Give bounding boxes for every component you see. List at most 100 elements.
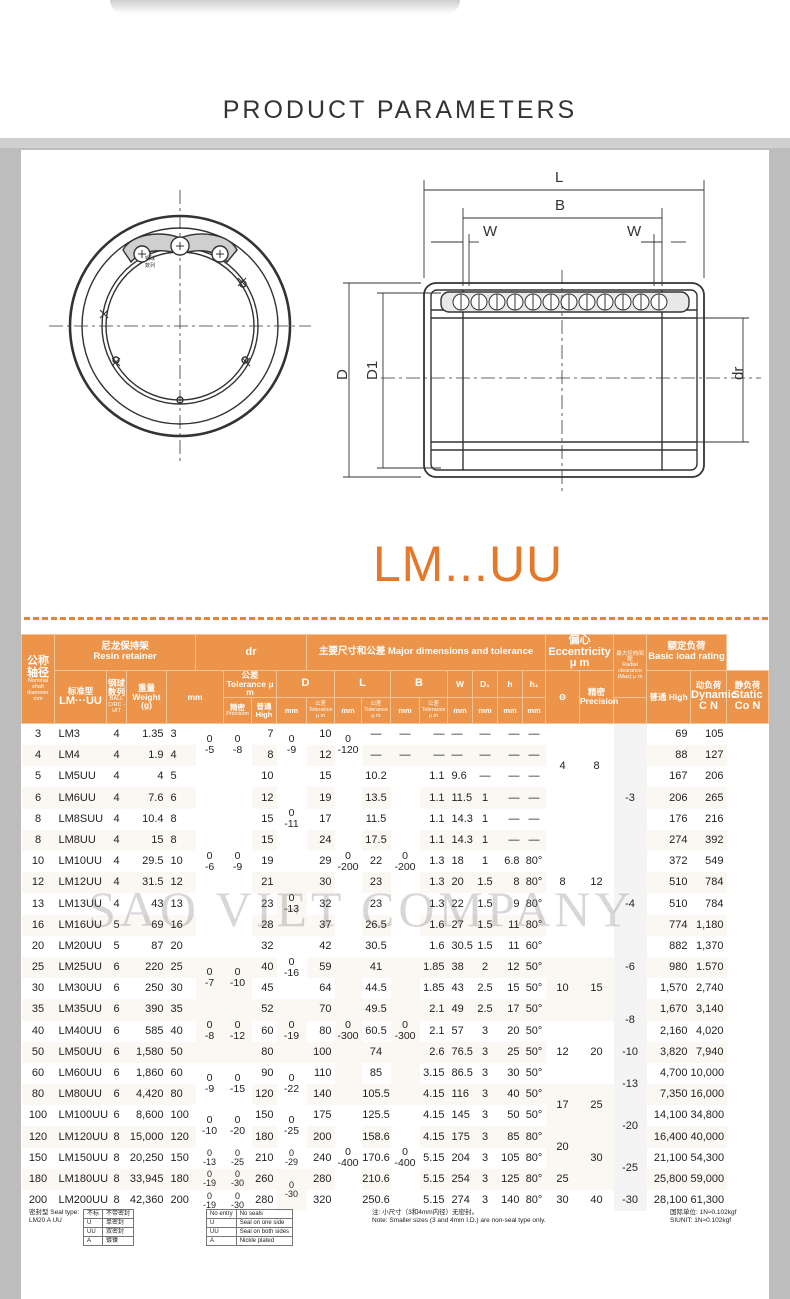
dr-mm-cell: 8 <box>170 833 177 846</box>
ecc-prec-cell: 30 <box>556 1194 569 1207</box>
theta-cell: 80° <box>525 1194 543 1207</box>
D1-cell: 14.3 <box>451 833 473 846</box>
model-cell: LM10UU <box>58 855 102 868</box>
static-load-cell: 16,000 <box>690 1088 725 1101</box>
tolerance-value: 0 <box>234 1019 241 1032</box>
L-mm-cell: 24 <box>319 833 332 846</box>
D-mm-cell: 180 <box>255 1130 274 1143</box>
shaft-dia-cell: 30 <box>31 982 45 995</box>
dynamic-load-cell: 2,160 <box>659 1024 688 1037</box>
W-cell: 2.1 <box>429 1003 445 1016</box>
B-tol-cell: — <box>399 728 411 741</box>
h-cell: 2.5 <box>477 982 493 995</box>
seal-cell: Nickle plated <box>235 1236 294 1246</box>
model-cell: LM40UU <box>58 1024 102 1037</box>
h-cell: 3 <box>481 1067 489 1079</box>
D1-cell: 20 <box>451 876 464 889</box>
tolerance-value: -12 <box>229 1030 246 1043</box>
weight-cell: 20,250 <box>129 1151 164 1164</box>
weight-cell: 7.6 <box>148 791 164 804</box>
seal-cell: 单密封 <box>102 1218 135 1228</box>
tolerance-value: -300 <box>337 1030 359 1043</box>
tolerance-value: 0 <box>206 1169 212 1180</box>
dr-high-tol: 0-25 <box>224 1148 252 1169</box>
dynamic-load-cell: 28,100 <box>653 1194 688 1207</box>
B-mm-cell: 44.5 <box>365 982 387 995</box>
balls-cell: 8 <box>113 1151 120 1164</box>
static-load-cell: 105 <box>705 728 724 741</box>
D-mm-cell: 7 <box>267 728 274 741</box>
ecc-prec-cell: 25 <box>556 1172 569 1185</box>
D1-cell: 116 <box>451 1088 470 1101</box>
D-tol: 0-29 <box>277 1148 307 1169</box>
ecc-prec-cell: 8 <box>559 876 566 889</box>
shaft-dia-cell: 80 <box>31 1088 45 1101</box>
h-cell: 1.5 <box>477 939 493 952</box>
W-cell: 1.1 <box>429 770 445 783</box>
ecc-high-cell: 8 <box>593 760 600 773</box>
D1-cell: 49 <box>451 1003 464 1016</box>
seal-cell: 双密封 <box>102 1227 135 1237</box>
tolerance-value: 0 <box>288 1180 294 1191</box>
shaft-dia-cell: 5 <box>34 770 42 783</box>
D1-cell: 76.5 <box>451 1045 473 1058</box>
balls-cell: 6 <box>113 961 120 974</box>
dr-high-tol: 0-9 <box>224 766 252 957</box>
tolerance-value: 0 <box>206 1072 213 1085</box>
header-h1-mm: mm <box>521 697 547 725</box>
dr-prec-tol: 0-8 <box>196 999 224 1063</box>
seal-cell: 不标 <box>82 1209 104 1219</box>
theta-cell: 80° <box>525 876 543 889</box>
ecc-high-cell: 25 <box>590 1098 603 1111</box>
theta-cell: — <box>528 770 540 783</box>
dr-mm-cell: 35 <box>170 1003 183 1016</box>
D1-cell: 38 <box>451 961 464 974</box>
D1-cell: 27 <box>451 918 464 931</box>
static-load-cell: 3,140 <box>695 1003 724 1016</box>
h1-cell: — <box>508 749 520 762</box>
seal-cell: No entry <box>206 1209 237 1219</box>
ecc-prec-cell: 17 <box>556 1098 569 1111</box>
D1-cell: — <box>451 749 463 762</box>
D-mm-cell: 40 <box>261 961 274 974</box>
dynamic-load-cell: 3,820 <box>659 1045 688 1058</box>
h-cell: 1 <box>481 791 489 804</box>
note-cn: 注: 小尺寸（3和4mm内径）无密封。 <box>372 1209 479 1216</box>
dr-high-tol: 0-12 <box>224 999 252 1063</box>
L-mm-cell: 280 <box>313 1172 332 1185</box>
D-tol: 0-30 <box>277 1169 307 1211</box>
seal-example: LM20 A UU <box>29 1217 62 1224</box>
tolerance-value: 0 <box>206 1148 212 1159</box>
model-cell: LM150UU <box>58 1151 109 1164</box>
h1-cell: — <box>508 833 520 846</box>
balls-cell: 6 <box>113 1024 120 1037</box>
header-W: W <box>447 669 473 699</box>
tolerance-value: 0 <box>402 1019 408 1032</box>
model-cell: LM16UU <box>58 918 102 931</box>
header-B: B <box>390 669 448 699</box>
W-cell: 5.15 <box>423 1172 445 1185</box>
tolerance-value: 0 <box>206 966 213 979</box>
L-mm-cell: 15 <box>319 770 332 783</box>
front-view <box>49 190 311 462</box>
footer-note: 注: 小尺寸（3和4mm内径）无密封。 Note: Smaller sizes … <box>372 1209 546 1225</box>
tolerance-value: -25 <box>230 1157 244 1168</box>
note-en: Note: Smaller sizes (3 and 4mm I.D.) are… <box>372 1217 546 1224</box>
h-cell: 3 <box>481 1172 489 1185</box>
dr-mm-cell: 8 <box>170 812 177 825</box>
tolerance-value: 0 <box>234 1169 240 1180</box>
D1-cell: 18 <box>451 855 464 868</box>
h1-cell: — <box>508 728 520 741</box>
tolerance-value: -400 <box>337 1157 359 1170</box>
model-cell: LM100UU <box>58 1109 109 1122</box>
ecc-prec-cell: 12 <box>556 1045 569 1058</box>
weight-cell: 69 <box>151 918 164 931</box>
static-load-cell: 61,300 <box>690 1194 725 1207</box>
tolerance-value: 0 <box>234 1072 241 1085</box>
